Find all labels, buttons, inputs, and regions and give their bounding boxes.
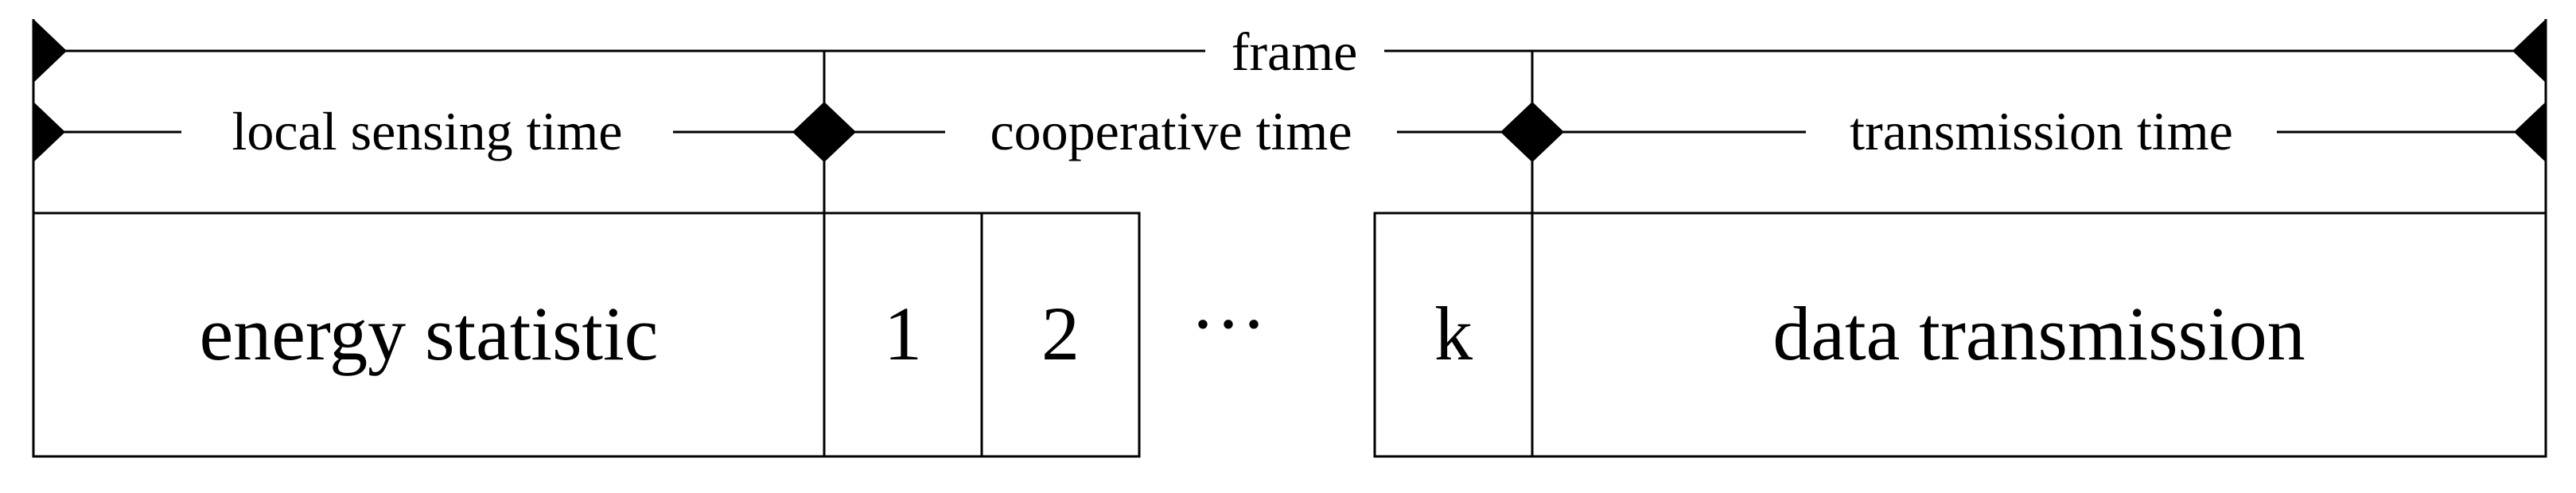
frame-span: frame xyxy=(33,19,2546,83)
transmission-arrow-left xyxy=(1532,102,1564,162)
energy-statistic-label: energy statistic xyxy=(200,291,659,376)
slot-1-block: 1 xyxy=(823,212,983,458)
slot-1-label: 1 xyxy=(884,291,922,376)
data-transmission-label: data transmission xyxy=(1772,291,2305,376)
data-transmission-block: data transmission xyxy=(1531,212,2547,458)
cooperative-arrow-right xyxy=(1500,102,1532,162)
local-sensing-arrow-right xyxy=(792,102,824,162)
local-sensing-arrow-left xyxy=(33,102,65,162)
transmission-label: transmission time xyxy=(1850,101,2233,161)
slot-2-box xyxy=(980,212,1141,458)
frame-arrow-right xyxy=(2512,19,2546,83)
slot-ellipsis: ··· xyxy=(1190,281,1267,367)
slot-k-label: k xyxy=(1434,291,1473,376)
cooperative-arrow-left xyxy=(824,102,856,162)
transmission-arrow-right xyxy=(2514,102,2546,162)
energy-statistic-block: energy statistic xyxy=(32,212,826,458)
frame-label: frame xyxy=(1232,21,1358,82)
local-sensing-span: local sensing time xyxy=(33,101,824,162)
cooperative-span: cooperative time xyxy=(824,101,1532,162)
slot-2-label: 2 xyxy=(1041,291,1080,376)
slot-2-block: 2 xyxy=(980,212,1141,458)
data-transmission-box xyxy=(1531,212,2547,458)
slot-k-block: k xyxy=(1373,212,1534,458)
local-sensing-label: local sensing time xyxy=(232,101,622,161)
transmission-span: transmission time xyxy=(1532,101,2546,162)
frame-arrow-left xyxy=(33,19,67,83)
cooperative-label: cooperative time xyxy=(990,101,1352,161)
